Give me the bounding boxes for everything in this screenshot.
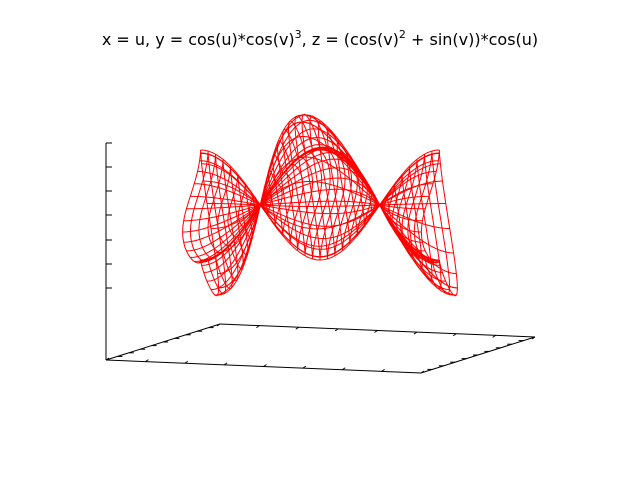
mesh-v-line-58 — [200, 148, 440, 262]
mesh-v-line-46 — [190, 195, 429, 215]
x-tick-front-4 — [263, 364, 267, 367]
x-tick-front-1 — [145, 359, 149, 363]
title-part-2: , z = (cos(v) — [302, 30, 399, 49]
mesh-v-line-38 — [203, 180, 443, 230]
mesh-v-line-41 — [200, 149, 440, 261]
title-superscript-1: 3 — [295, 28, 302, 41]
surface-mesh — [182, 113, 458, 297]
x-tick-back-4 — [374, 330, 378, 333]
x-tick-back-6 — [452, 333, 457, 337]
x-tick-back-0 — [216, 323, 221, 327]
mesh-v-line-36 — [210, 180, 450, 230]
x-tick-back-7 — [492, 334, 496, 338]
x-tick-front-0 — [105, 357, 110, 361]
mesh-v-line-49 — [182, 177, 422, 233]
mesh-v-line-48 — [183, 188, 423, 222]
x-tick-back-5 — [413, 331, 418, 335]
mesh-v-line-42 — [200, 152, 440, 258]
x-tick-front-5 — [302, 365, 307, 369]
mesh-u-line-32 — [420, 150, 458, 297]
mesh-v-line-43 — [199, 160, 439, 250]
mesh-v-line-60 — [203, 136, 443, 273]
title-part-1: x = u, y = cos(u)*cos(v) — [102, 30, 295, 49]
x-tick-front-6 — [341, 367, 346, 371]
mesh-v-line-44 — [197, 170, 437, 240]
chart-title: x = u, y = cos(u)*cos(v)3, z = (cos(v)2 … — [102, 28, 538, 49]
mesh-v-line-37 — [207, 203, 446, 207]
title-superscript-2: 2 — [399, 28, 406, 41]
mesh-v-line-64 — [217, 114, 457, 296]
x-tick-front-7 — [381, 368, 385, 372]
mesh-v-line-65 — [218, 121, 458, 289]
x-tick-front-8 — [420, 370, 425, 374]
title-part-3: + sin(v))*cos(u) — [406, 30, 538, 49]
x-tick-back-8 — [531, 336, 536, 340]
mesh-v-line-45 — [194, 183, 434, 227]
x-tick-back-1 — [256, 325, 260, 329]
x-tick-back-3 — [334, 328, 339, 332]
axis-ticks — [105, 142, 536, 374]
x-tick-front-2 — [184, 360, 189, 364]
x-tick-back-2 — [295, 326, 300, 330]
mesh-v-line-47 — [186, 200, 426, 210]
x-tick-front-3 — [223, 362, 228, 366]
